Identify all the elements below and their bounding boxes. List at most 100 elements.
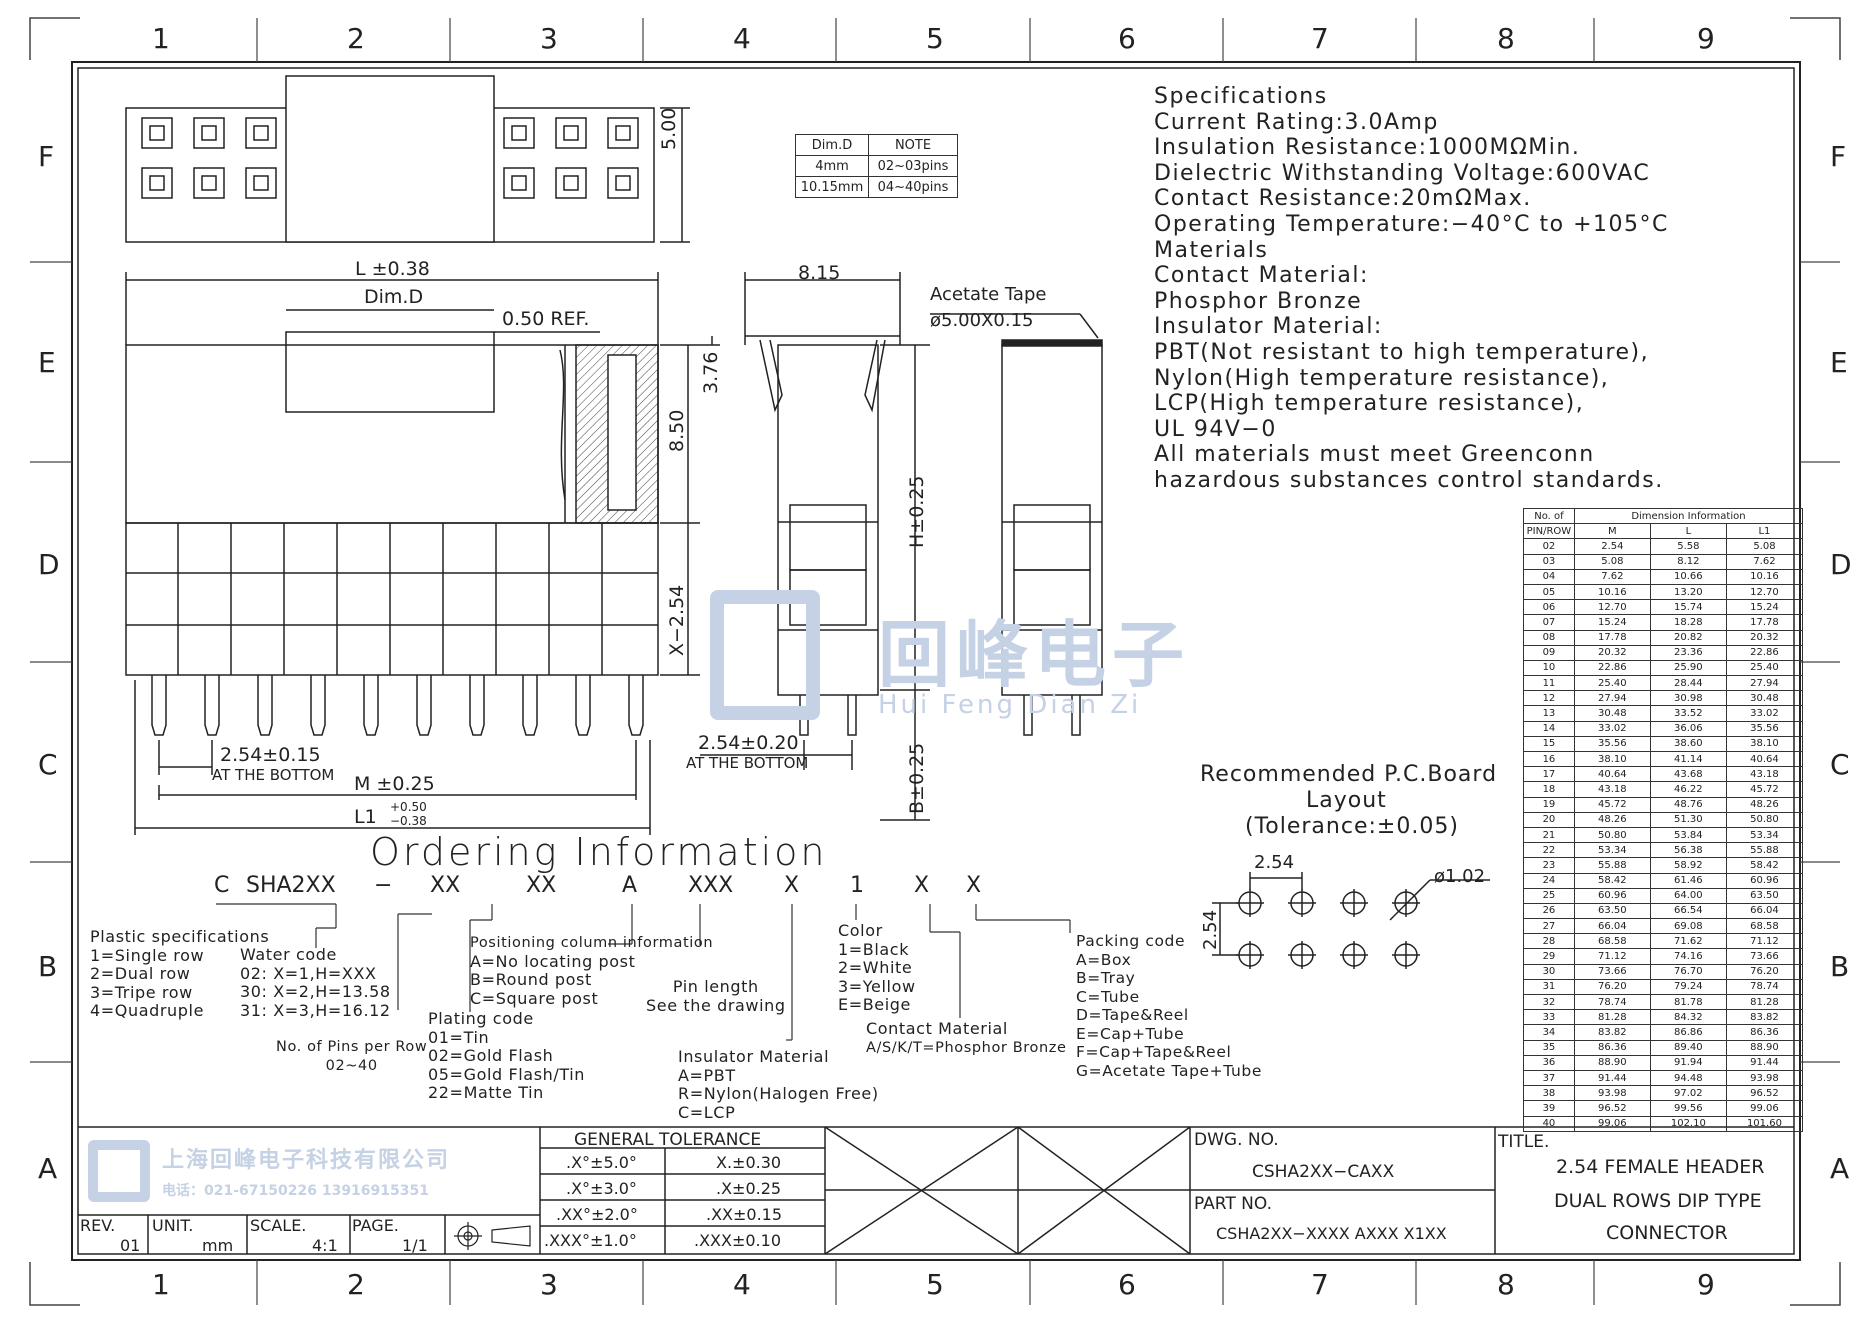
spec-line: All materials must meet Greenconn <box>1154 442 1595 468</box>
dim-table-cell: 38.10 <box>1573 750 1651 768</box>
dim-table-cell: 27 <box>1523 918 1575 935</box>
dim-table-cell: 25.90 <box>1649 659 1727 677</box>
dim-height-5: 5.00 <box>658 107 680 150</box>
tape-label: Acetate Tape <box>930 284 1047 305</box>
code-one: 1 <box>850 873 864 898</box>
dim-table-cell: 86.36 <box>1725 1024 1804 1041</box>
dim-table-cell: 18 <box>1523 781 1575 798</box>
dim-table-cell: 16 <box>1523 750 1575 768</box>
dim-table-cell: 46.22 <box>1649 781 1727 798</box>
dim-table-cell: 35.56 <box>1573 735 1651 753</box>
top-view <box>125 75 690 243</box>
spec-line: LCP(High temperature resistance), <box>1154 391 1585 417</box>
ordering-pins: No. of Pins per Row 02~40 <box>276 1038 427 1075</box>
dimension-table: No. of Dimension Information PIN/ROW M L… <box>1523 507 1804 1132</box>
dim-table-cell: 12.70 <box>1725 583 1804 601</box>
spec-line: Insulator Material: <box>1154 314 1383 340</box>
order-line: A=Box <box>1076 950 1132 969</box>
dim-table-cell: 37 <box>1523 1069 1575 1087</box>
order-line: Insulator Material <box>678 1047 830 1066</box>
row-label: F <box>38 140 55 173</box>
dim-table-cell: 38 <box>1523 1085 1575 1102</box>
dim-table-cell: 48.76 <box>1649 796 1727 813</box>
dim-8-15: 8.15 <box>798 262 841 284</box>
company-phone: 电话：021-67150226 13916915351 <box>162 1183 429 1199</box>
dim-at-bottom: AT THE BOTTOM <box>212 766 335 784</box>
order-line: F=Cap+Tape&Reel <box>1076 1043 1232 1061</box>
row-label: D <box>1830 548 1852 581</box>
dim-pitch: 2.54±0.15 <box>220 744 321 766</box>
code-x3: X <box>966 873 982 898</box>
dim-table-cell: 81.78 <box>1649 993 1727 1011</box>
dim-table-cell: 19 <box>1523 796 1575 813</box>
dim-table-cell: 43.68 <box>1649 766 1727 783</box>
spec-line: Phosphor Bronze <box>1154 288 1363 314</box>
dim-header: L1 <box>1725 523 1804 540</box>
unit-value: mm <box>202 1236 234 1255</box>
tol-linear: .XXX±0.10 <box>694 1231 781 1250</box>
tol-linear: X.±0.30 <box>716 1153 782 1172</box>
dim-table-cell: 17.78 <box>1573 629 1651 646</box>
order-line: 2=White <box>838 958 913 977</box>
code-c: C <box>214 873 230 898</box>
title-block-lines <box>78 1126 1794 1255</box>
order-line: 22=Matte Tin <box>428 1083 544 1102</box>
dim-table-cell: 53.34 <box>1573 842 1651 859</box>
dim-table-cell: 45.72 <box>1573 796 1651 813</box>
row-label: B <box>38 950 58 983</box>
spec-line: Dielectric Withstanding Voltage:600VAC <box>1154 160 1651 186</box>
dim-table-cell: 30.48 <box>1725 690 1804 707</box>
dim-table-cell: 27.94 <box>1573 690 1651 707</box>
dim-table-cell: 73.66 <box>1573 963 1651 980</box>
dim-table-cell: 10 <box>1523 659 1575 677</box>
order-line: R=Nylon(Halogen Free) <box>678 1084 879 1103</box>
dim-table-cell: 71.12 <box>1573 948 1651 965</box>
dim-table-cell: 22.86 <box>1573 659 1651 677</box>
dim-table-cell: 78.74 <box>1725 978 1804 996</box>
dim-table-cell: 40.64 <box>1725 750 1804 768</box>
order-line: Water code <box>240 945 337 964</box>
scale-label: SCALE. <box>250 1216 307 1235</box>
code-x1: X <box>784 873 800 898</box>
ordering-water: Water code 02: X=1,H=XXX 30: X=2,H=13.58… <box>240 945 391 1020</box>
col-label: 7 <box>1311 1268 1329 1301</box>
dim-table-cell: 58.42 <box>1725 857 1804 874</box>
order-line: 4=Quadruple <box>90 1001 205 1020</box>
order-line: C=Tube <box>1076 987 1140 1006</box>
dim-table-cell: 10.16 <box>1725 568 1804 585</box>
dim-table-cell: 45.72 <box>1725 781 1804 798</box>
spec-line: PBT(Not resistant to high temperature), <box>1154 339 1650 365</box>
dim-table-cell: 73.66 <box>1725 948 1804 965</box>
dim-table-cell: 15.74 <box>1649 599 1727 616</box>
dim-m: M ±0.25 <box>354 773 435 795</box>
order-line: E=Beige <box>838 995 911 1014</box>
ordering-color: Color 1=Black 2=White 3=Yellow E=Beige <box>838 921 916 1015</box>
code-sha: SHA2XX <box>246 873 336 898</box>
front-view-divisions <box>177 523 603 675</box>
pcb-pitch: 2.54 <box>1254 852 1295 873</box>
order-line: 05=Gold Flash/Tin <box>428 1064 586 1084</box>
dim-table-cell: 15.24 <box>1725 599 1804 616</box>
ordering-pinlen: Pin length See the drawing <box>646 977 786 1015</box>
dim-table-cell: 76.20 <box>1725 963 1804 980</box>
dim-table-cell: 58.42 <box>1573 872 1651 889</box>
dim-table-cell: 83.82 <box>1725 1009 1804 1026</box>
col-label: 9 <box>1697 1268 1715 1301</box>
dim-header: No. of <box>1523 507 1575 525</box>
dim-header: Dimension Information <box>1573 507 1804 525</box>
dim-table-cell: 76.20 <box>1573 978 1651 996</box>
dim-length-l: L ±0.38 <box>355 258 430 280</box>
order-line: 02: X=1,H=XXX <box>240 963 377 983</box>
col-label: 3 <box>540 22 558 55</box>
unit-label: UNIT. <box>152 1216 194 1235</box>
specifications: Specifications Current Rating:3.0Amp Ins… <box>1154 84 1669 494</box>
